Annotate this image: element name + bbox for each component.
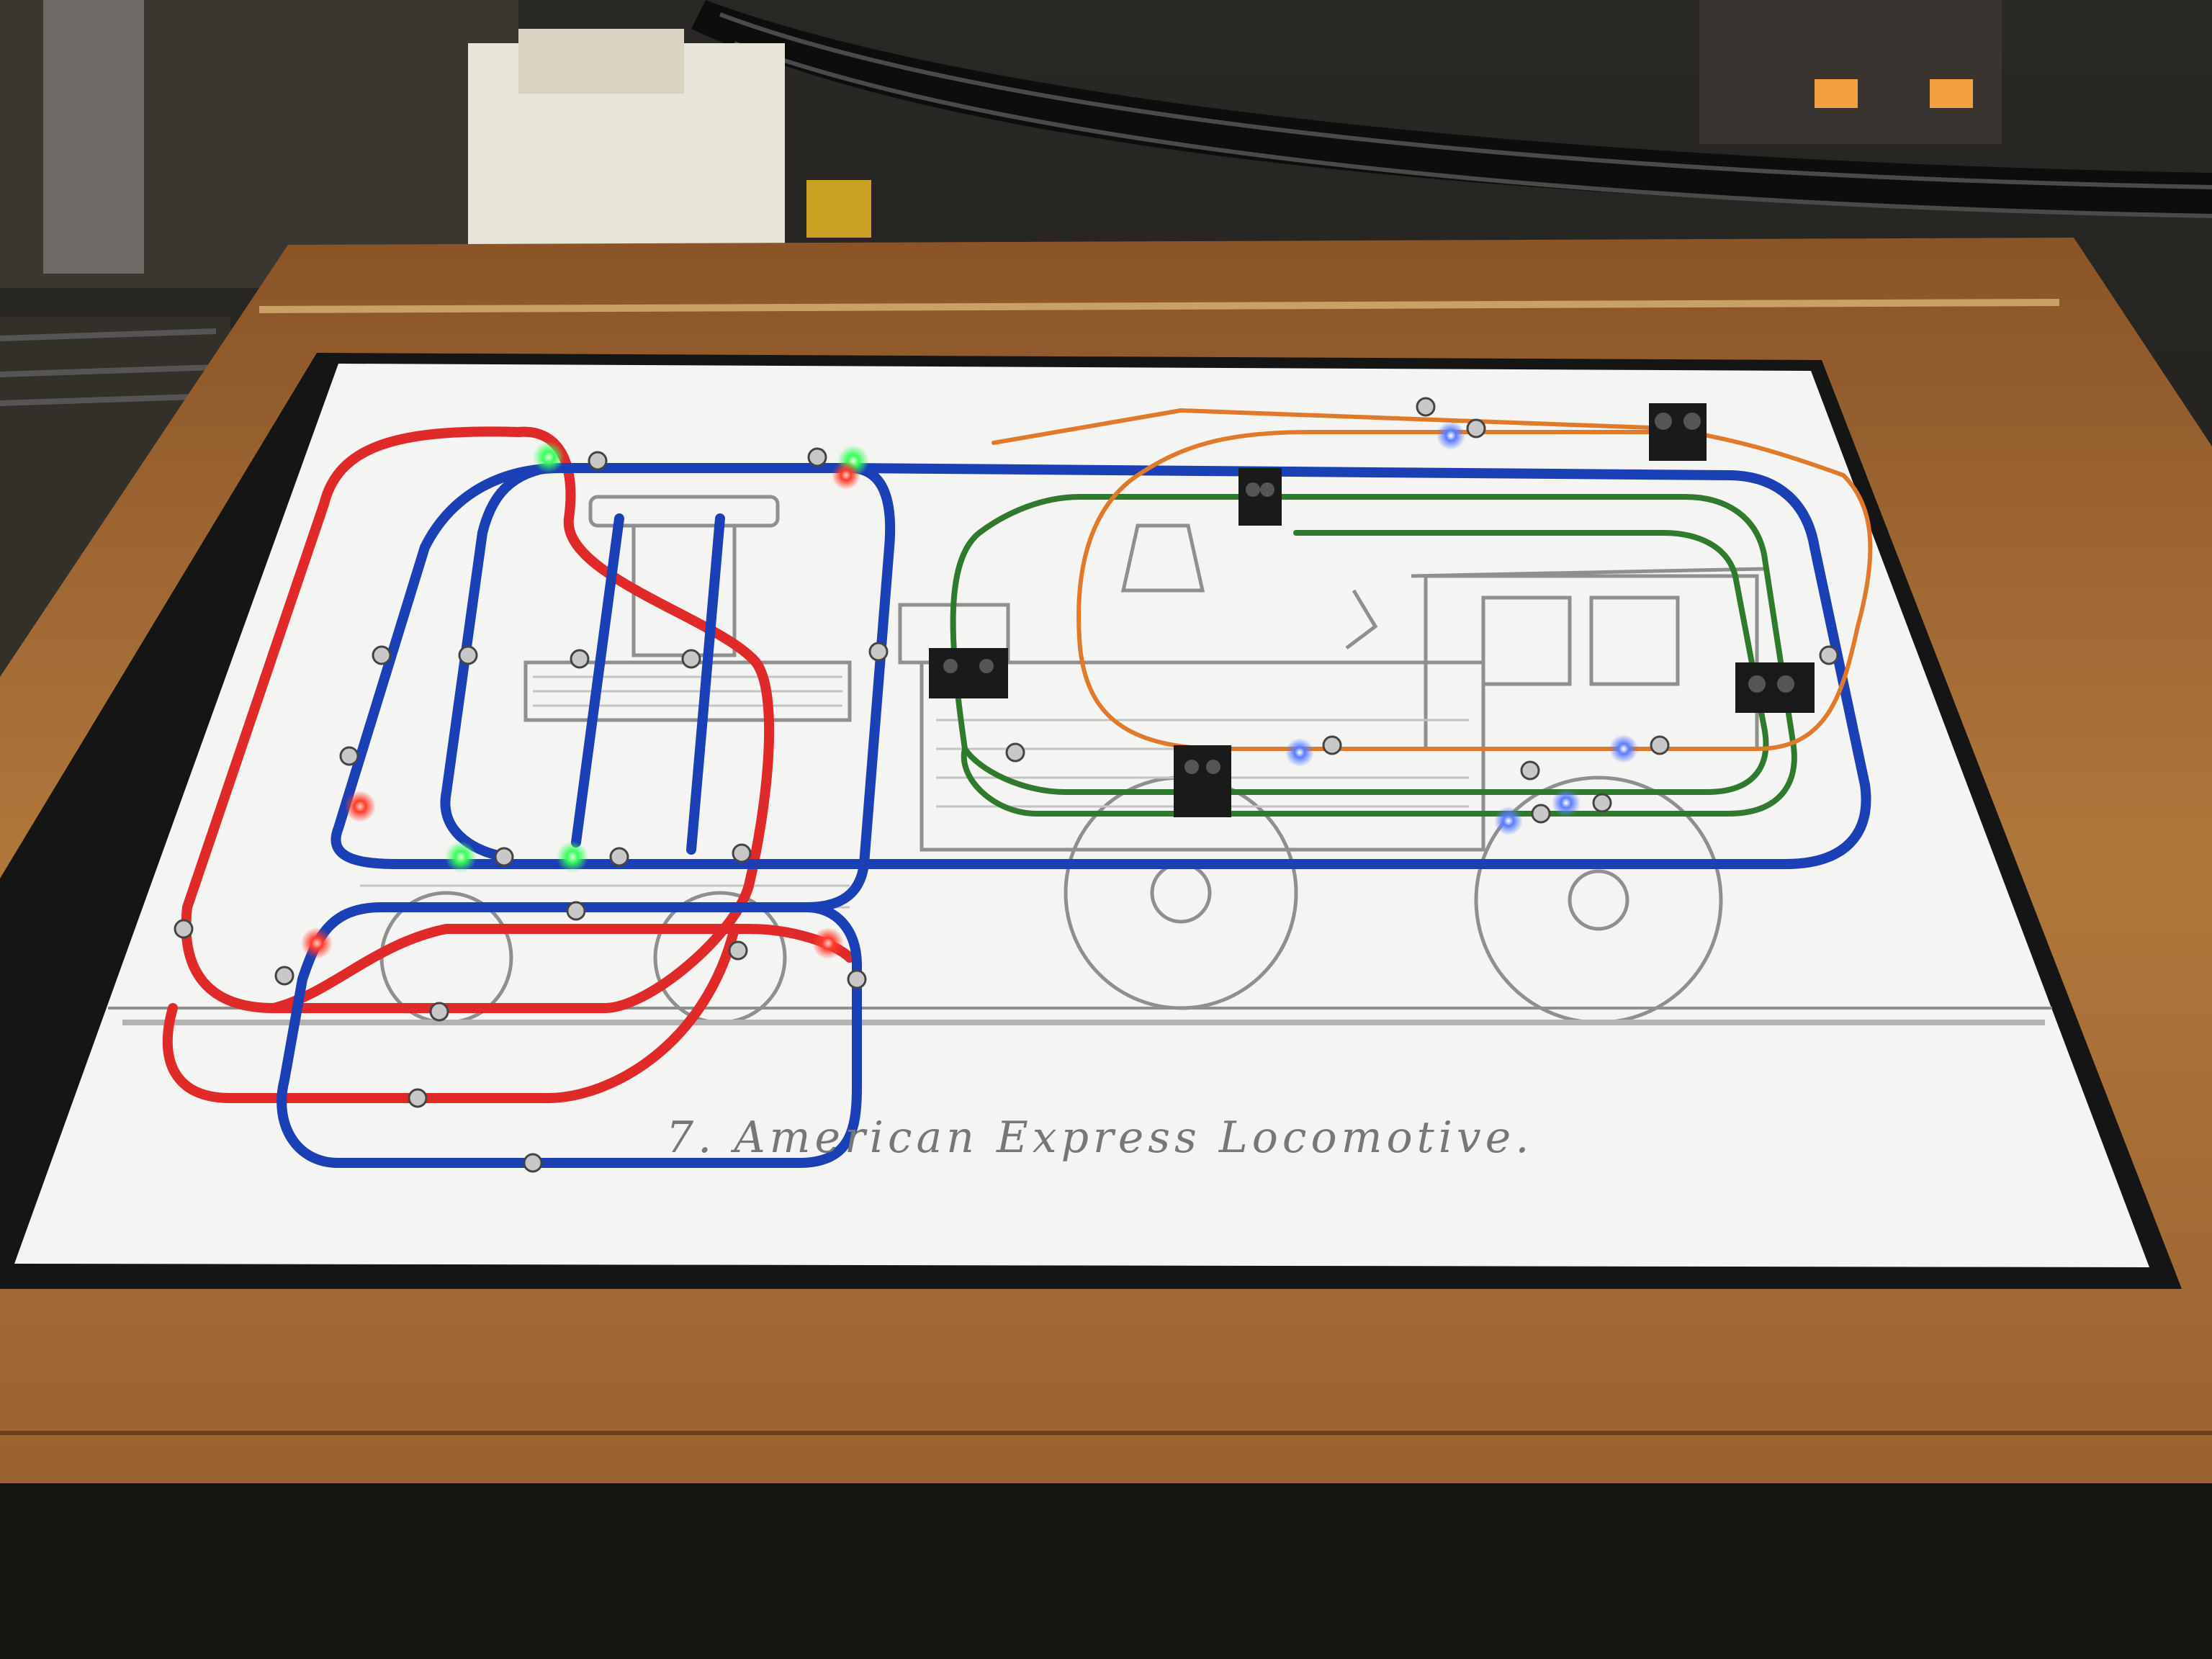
miniature-lit-building (1699, 0, 2002, 144)
background-track (691, 0, 2212, 216)
signal-head (1174, 745, 1231, 817)
signal-head (1735, 662, 1815, 713)
blue-led (1494, 806, 1523, 835)
hinge (258, 299, 2060, 313)
blue-led (1552, 788, 1581, 817)
orange-route-spur (992, 408, 1673, 445)
blue-led (1285, 738, 1314, 767)
red-led (301, 927, 333, 959)
red-route-siding (162, 924, 739, 1103)
blue-led (1609, 734, 1638, 763)
red-led (344, 791, 376, 822)
locomotive-engraving (108, 495, 2052, 1025)
signal-head (1649, 403, 1707, 461)
signal-head (1238, 468, 1282, 526)
green-led (533, 441, 565, 473)
engraving-caption: 7. American Express Locomotive. (666, 1112, 1534, 1163)
green-route-outer (961, 494, 1797, 817)
green-route-inner (962, 530, 1769, 795)
red-route-loop (181, 426, 775, 1013)
blue-route-outer-loop (331, 463, 1871, 869)
blue-led (1437, 421, 1465, 450)
red-led (812, 927, 844, 959)
toggle-switches (174, 397, 1839, 1173)
green-led (445, 841, 477, 873)
indicator-leds (301, 421, 1638, 959)
signal-heads (929, 403, 1815, 817)
blue-route-main (276, 463, 896, 1168)
red-led (832, 461, 860, 490)
green-led (557, 841, 588, 873)
signal-head (929, 648, 1008, 698)
miniature-yellow-vehicle (806, 180, 871, 238)
background-building (43, 0, 144, 274)
